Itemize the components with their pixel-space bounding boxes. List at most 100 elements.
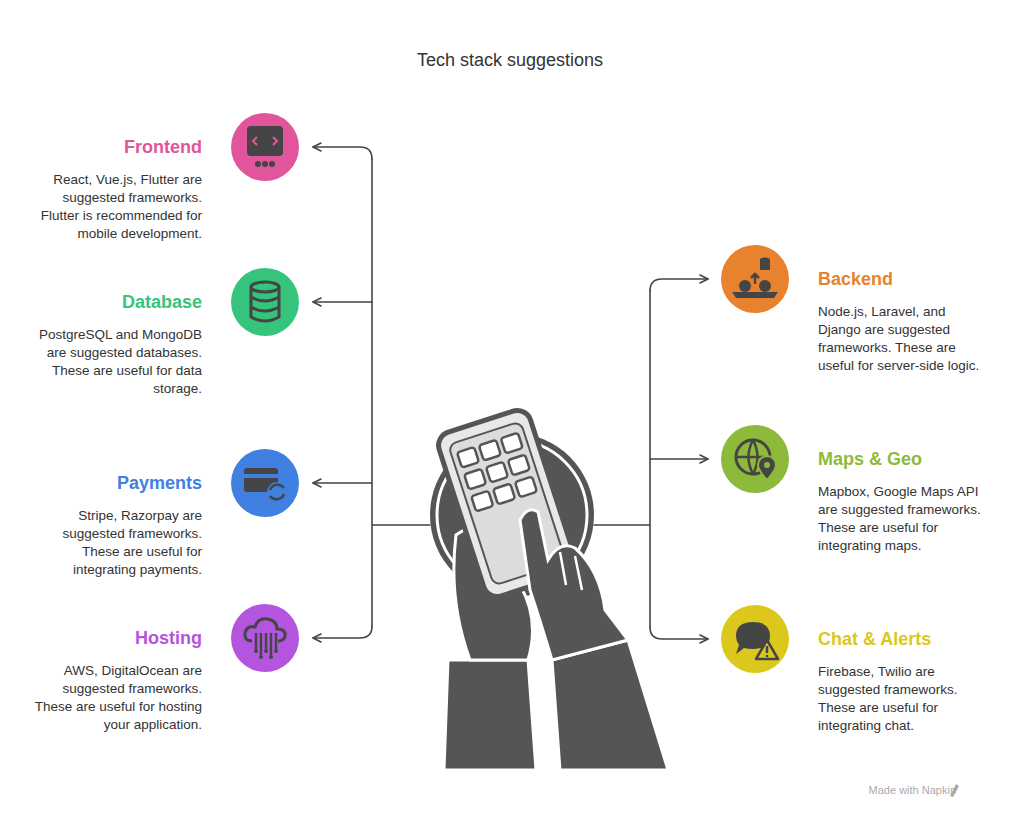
circle-fill xyxy=(231,449,299,517)
category-icon xyxy=(244,468,287,502)
drawing-part xyxy=(313,147,708,639)
drawing-part xyxy=(650,627,708,639)
icon-stroke xyxy=(270,633,273,655)
drawing-part xyxy=(650,458,708,460)
category-description: AWS, DigitalOcean are suggested framewor… xyxy=(24,662,202,734)
category-heading: Database xyxy=(122,290,202,314)
drawing-part xyxy=(650,279,708,291)
category-node: FrontendReact, Vue.js, Flutter are sugge… xyxy=(20,112,300,247)
icon-circle xyxy=(230,448,300,518)
icon-stroke xyxy=(260,633,263,655)
category-node: DatabasePostgreSQL and MongoDB are sugge… xyxy=(20,267,300,402)
icon-circle xyxy=(230,267,300,337)
category-description: Firebase, Twilio are suggested framework… xyxy=(818,663,988,735)
icon-stroke xyxy=(254,649,258,653)
icon-stroke xyxy=(739,280,751,292)
drawing-part xyxy=(372,524,430,526)
category-heading: Chat & Alerts xyxy=(818,627,931,651)
category-node: Maps & GeoMapbox, Google Maps API are su… xyxy=(720,424,1000,559)
circle-fill xyxy=(721,245,789,313)
icon-stroke xyxy=(270,485,284,500)
icon-stroke xyxy=(247,126,283,156)
icon-stroke xyxy=(269,161,275,167)
drawing-part xyxy=(552,640,668,770)
drawing-part xyxy=(313,626,372,638)
drawing-part xyxy=(486,462,508,483)
icon-stroke xyxy=(732,292,778,298)
drawing-part xyxy=(560,552,582,590)
icon-stroke xyxy=(267,482,287,502)
category-description: Stripe, Razorpay are suggested framework… xyxy=(24,507,202,579)
icon-stroke xyxy=(751,274,759,284)
category-heading: Payments xyxy=(117,471,202,495)
category-description: PostgreSQL and MongoDB are suggested dat… xyxy=(24,326,202,398)
icon-circle xyxy=(230,603,300,673)
drawing-part xyxy=(457,433,537,512)
category-heading: Backend xyxy=(818,267,893,291)
category-description: Mapbox, Google Maps API are suggested fr… xyxy=(818,483,988,555)
category-node: Chat & AlertsFirebase, Twilio are sugges… xyxy=(720,604,1000,739)
icon-stroke xyxy=(766,655,769,658)
icon-stroke xyxy=(269,655,273,659)
category-description: Node.js, Laravel, and Django are suggest… xyxy=(818,303,988,375)
category-icon xyxy=(251,282,279,321)
drawing-part xyxy=(444,660,536,770)
category-node: BackendNode.js, Laravel, and Django are … xyxy=(720,244,1000,379)
icon-stroke xyxy=(264,649,268,653)
category-description: React, Vue.js, Flutter are suggested fra… xyxy=(24,171,202,243)
icon-stroke xyxy=(255,161,261,167)
category-heading: Frontend xyxy=(124,135,202,159)
circle-fill xyxy=(721,425,789,493)
icon-circle xyxy=(720,424,790,494)
circle-fill xyxy=(721,605,789,673)
category-icon xyxy=(245,619,285,659)
category-node: PaymentsStripe, Razorpay are suggested f… xyxy=(20,448,300,583)
icon-circle xyxy=(720,244,790,314)
category-heading: Hosting xyxy=(135,626,202,650)
icon-stroke xyxy=(259,655,263,659)
icon-stroke xyxy=(756,640,778,659)
category-node: HostingAWS, DigitalOcean are suggested f… xyxy=(20,603,300,738)
drawing-part xyxy=(471,491,493,512)
category-heading: Maps & Geo xyxy=(818,447,922,471)
icon-stroke xyxy=(244,474,278,478)
watermark: Made with Napkin xyxy=(869,784,956,796)
drawing-part xyxy=(594,524,650,526)
drawing-part xyxy=(313,301,372,303)
icon-stroke xyxy=(251,287,279,321)
drawing-part xyxy=(515,476,537,497)
drawing-part xyxy=(479,440,501,461)
drawing-part xyxy=(508,455,530,476)
icon-stroke xyxy=(759,280,771,292)
category-icon xyxy=(736,440,776,480)
icon-stroke xyxy=(766,646,769,653)
drawing-part xyxy=(457,447,479,468)
diagram-title: Tech stack suggestions xyxy=(0,50,1020,71)
icon-stroke xyxy=(275,633,278,649)
circle-fill xyxy=(231,268,299,336)
circle-fill xyxy=(231,604,299,672)
drawing-part xyxy=(493,484,515,505)
drawing-part xyxy=(313,147,372,159)
drawing-part xyxy=(520,510,628,660)
icon-stroke xyxy=(764,462,770,468)
icon-stroke xyxy=(262,161,268,167)
icon-stroke xyxy=(760,260,770,270)
icon-stroke xyxy=(251,282,279,292)
category-icon xyxy=(736,622,778,659)
icon-stroke xyxy=(265,633,268,649)
category-icon xyxy=(732,258,778,299)
drawing-part xyxy=(430,407,668,770)
icon-circle xyxy=(720,604,790,674)
drawing-part xyxy=(501,433,523,454)
icon-stroke xyxy=(255,633,258,649)
icon-circle xyxy=(230,112,300,182)
icon-stroke xyxy=(253,137,277,145)
icon-stroke xyxy=(758,456,776,480)
drawing-part xyxy=(371,159,373,626)
icon-stroke xyxy=(274,649,278,653)
category-icon xyxy=(247,126,283,167)
drawing-part xyxy=(313,482,372,484)
